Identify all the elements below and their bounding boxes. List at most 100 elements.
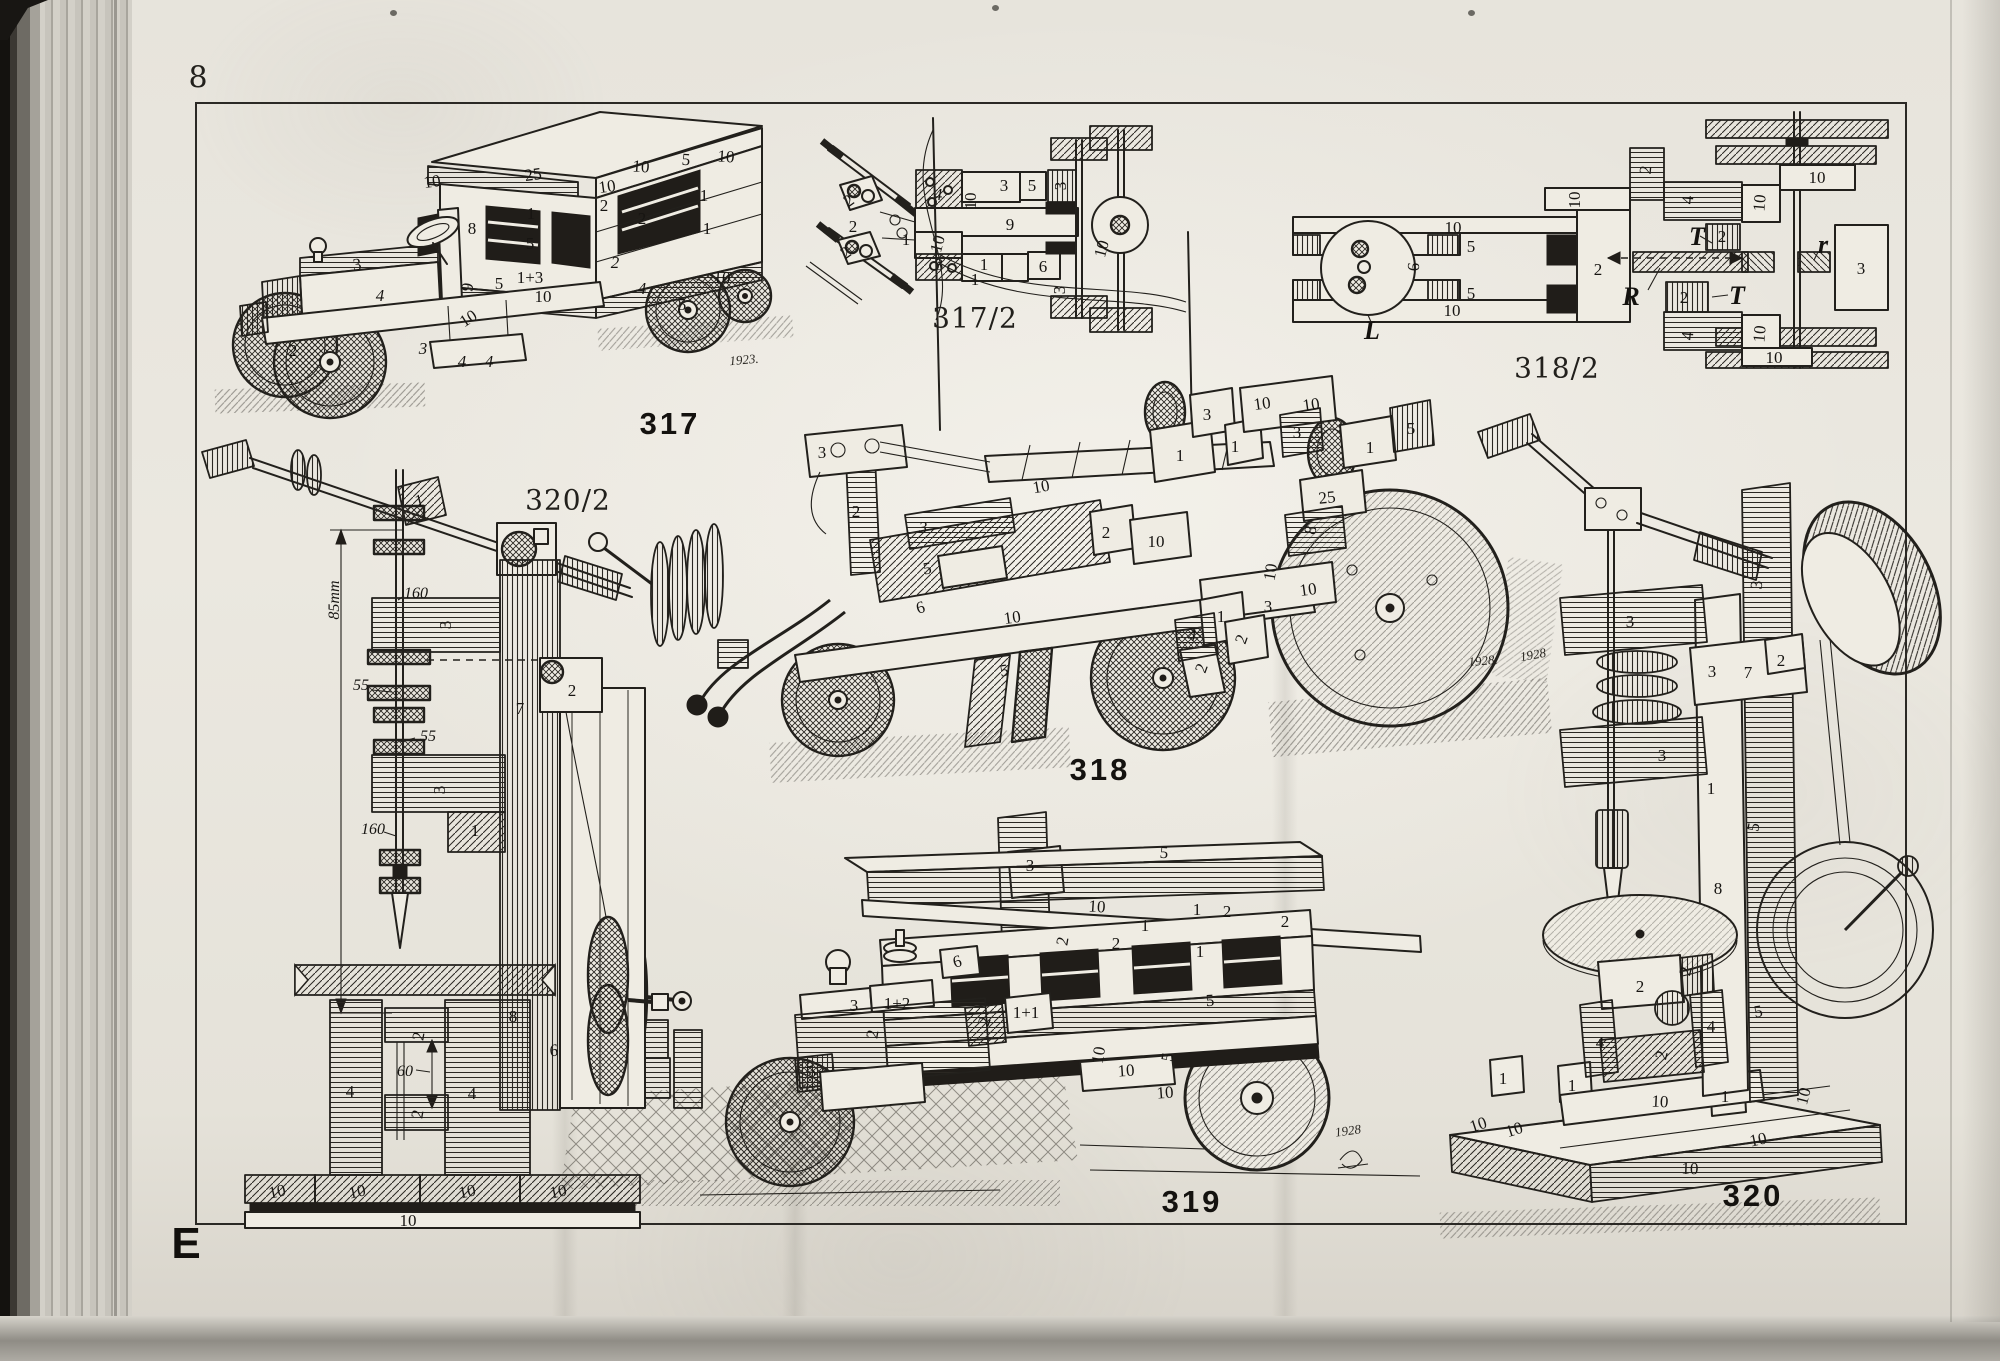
part-number-label: 10 — [548, 1180, 569, 1202]
reference-letter: r — [1818, 230, 1829, 259]
part-number-label: 3 — [1857, 259, 1866, 278]
figure-caption-320: 320 — [1722, 1178, 1784, 1213]
engraver-monogram — [1337, 1150, 1369, 1169]
part-number-label: 1 — [902, 230, 911, 249]
part-number-label: 2 — [1594, 260, 1603, 279]
part-number-label: 1 — [1366, 438, 1375, 457]
figure-caption-320-2: 320/2 — [525, 483, 611, 517]
figure-caption-318: 318 — [1069, 752, 1131, 787]
part-number-label: 25 — [1318, 487, 1337, 508]
part-number-label: 1+3 — [517, 268, 544, 287]
part-number-label: 4 — [1678, 194, 1698, 205]
part-number-label: 5 — [681, 150, 691, 170]
part-number-label: 7 — [1744, 663, 1753, 682]
part-number-label: 10 — [926, 233, 949, 254]
part-number-label: 4 — [934, 185, 943, 204]
part-number-label: 9 — [457, 281, 477, 293]
part-number-label: 3 — [430, 786, 449, 795]
part-number-label: 4 — [346, 1082, 355, 1101]
reference-letter: T — [1729, 281, 1746, 310]
part-number-label: 10 — [1260, 562, 1282, 582]
reference-letter: T — [1689, 222, 1706, 251]
part-number-label: 4 — [638, 279, 647, 298]
part-number-label: 4 — [1188, 626, 1197, 645]
figure-320-drawing: 3 3 3 7 2 1 5 8 3 5 2 2 4 4 2 1 1 1 10 1… — [1439, 413, 1942, 1239]
dimension-label: 55 — [420, 728, 436, 745]
part-number-label: 10 — [713, 267, 731, 287]
part-number-label: 10 — [1002, 607, 1021, 628]
reference-letter: R — [1621, 282, 1639, 311]
part-number-label: 2 — [1680, 288, 1689, 307]
part-number-label: 10 — [1156, 1082, 1174, 1102]
part-number-label: 8 — [1714, 879, 1723, 898]
dimension-label: 85mm — [326, 580, 343, 619]
part-number-label: 2 — [1636, 977, 1645, 996]
dimension-label: 160 — [361, 821, 385, 838]
part-number-label: 10 — [535, 287, 552, 306]
part-number-label: 10 — [1467, 1113, 1489, 1136]
part-number-label: 10 — [1117, 1060, 1135, 1080]
part-number-label: 10 — [961, 193, 980, 210]
part-number-label: 5 — [678, 295, 687, 314]
part-number-label: 1 — [1193, 900, 1202, 919]
part-number-label: 10 — [1809, 168, 1826, 187]
part-number-label: 2 — [1223, 902, 1232, 921]
part-number-label: 2 — [849, 217, 858, 236]
figure-317-drawing: 25 10 10 10 5 10 2 1 1 2 1 5 8 1+3 10 5 … — [214, 111, 794, 420]
part-number-label: 10 — [1088, 896, 1106, 916]
engraver-signature: 1928. — [1468, 652, 1498, 669]
ink-speck — [1468, 10, 1475, 16]
ink-speck — [390, 10, 397, 16]
part-number-label: 4 — [1707, 1017, 1716, 1036]
part-number-label: 10 — [1749, 325, 1769, 344]
part-number-label: 10 — [347, 1180, 368, 1202]
part-number-label: 2 — [852, 502, 861, 521]
part-number-label: 4 — [468, 1084, 477, 1103]
figure-318-drawing: 3 2 3 5 6 10 10 2 10 3 1 1 10 10 3 1 5 2… — [588, 117, 1564, 783]
part-number-label: 5 — [495, 274, 504, 293]
engraver-signature: 1928 — [1519, 645, 1548, 664]
part-number-label: 10 — [1565, 192, 1584, 209]
part-number-label: 10 — [1301, 394, 1320, 415]
part-number-label: 10 — [1651, 1092, 1669, 1112]
part-number-label: 8 — [1300, 524, 1320, 536]
page-right-crease — [1950, 0, 1952, 1322]
part-number-label: 10 — [1681, 1159, 1699, 1179]
part-number-label: 3 — [1658, 746, 1667, 765]
reference-letter: L — [1363, 316, 1380, 345]
part-number-label: 25 — [523, 164, 542, 185]
part-number-label: 2 — [1281, 912, 1290, 931]
part-number-label: 1+1 — [1013, 1003, 1040, 1022]
part-number-label: 1 — [1176, 446, 1185, 465]
part-number-label: 3 — [1026, 856, 1035, 875]
part-number-label: 10 — [267, 1180, 288, 1202]
part-number-label: 5 — [1407, 419, 1416, 438]
part-number-label: 4 — [1678, 330, 1698, 341]
part-number-label: 1+2 — [884, 994, 911, 1013]
part-number-label: 3 — [1626, 612, 1635, 631]
part-number-label: 1 — [1707, 779, 1716, 798]
part-number-label: 10 — [457, 1180, 478, 1202]
part-number-label: 3 — [918, 518, 928, 537]
part-number-label: 10 — [1445, 218, 1462, 237]
figure-317-2-drawing: 2 2 2 4 3 10 5 3 9 10 1 3 1 1 6 3 10 — [805, 125, 1153, 333]
figure-318-2-drawing: 10 5 6 5 10 10 2 2 4 10 10 2 2 3 4 10 10… — [1292, 111, 1889, 369]
part-number-label: 5 — [1028, 176, 1037, 195]
part-number-label: 5 — [1467, 284, 1476, 303]
part-number-label: 1 — [700, 186, 709, 205]
part-number-label: 5 — [1205, 991, 1215, 1011]
part-number-label: 1 — [471, 821, 480, 840]
spine-crease — [114, 0, 117, 1361]
part-number-label: 10 — [1766, 348, 1783, 367]
part-number-label: 9 — [1006, 215, 1015, 234]
part-number-label: 3 — [818, 443, 827, 462]
part-number-label: 3 — [352, 255, 363, 275]
part-number-label: 1 — [1568, 1076, 1577, 1095]
page-bottom-edge — [0, 1316, 2000, 1361]
engraver-signature: 1928 — [1334, 1121, 1362, 1140]
part-number-label: 10 — [1148, 532, 1165, 551]
part-number-label: 10 — [1749, 194, 1769, 213]
part-number-label: 10 — [597, 176, 616, 197]
